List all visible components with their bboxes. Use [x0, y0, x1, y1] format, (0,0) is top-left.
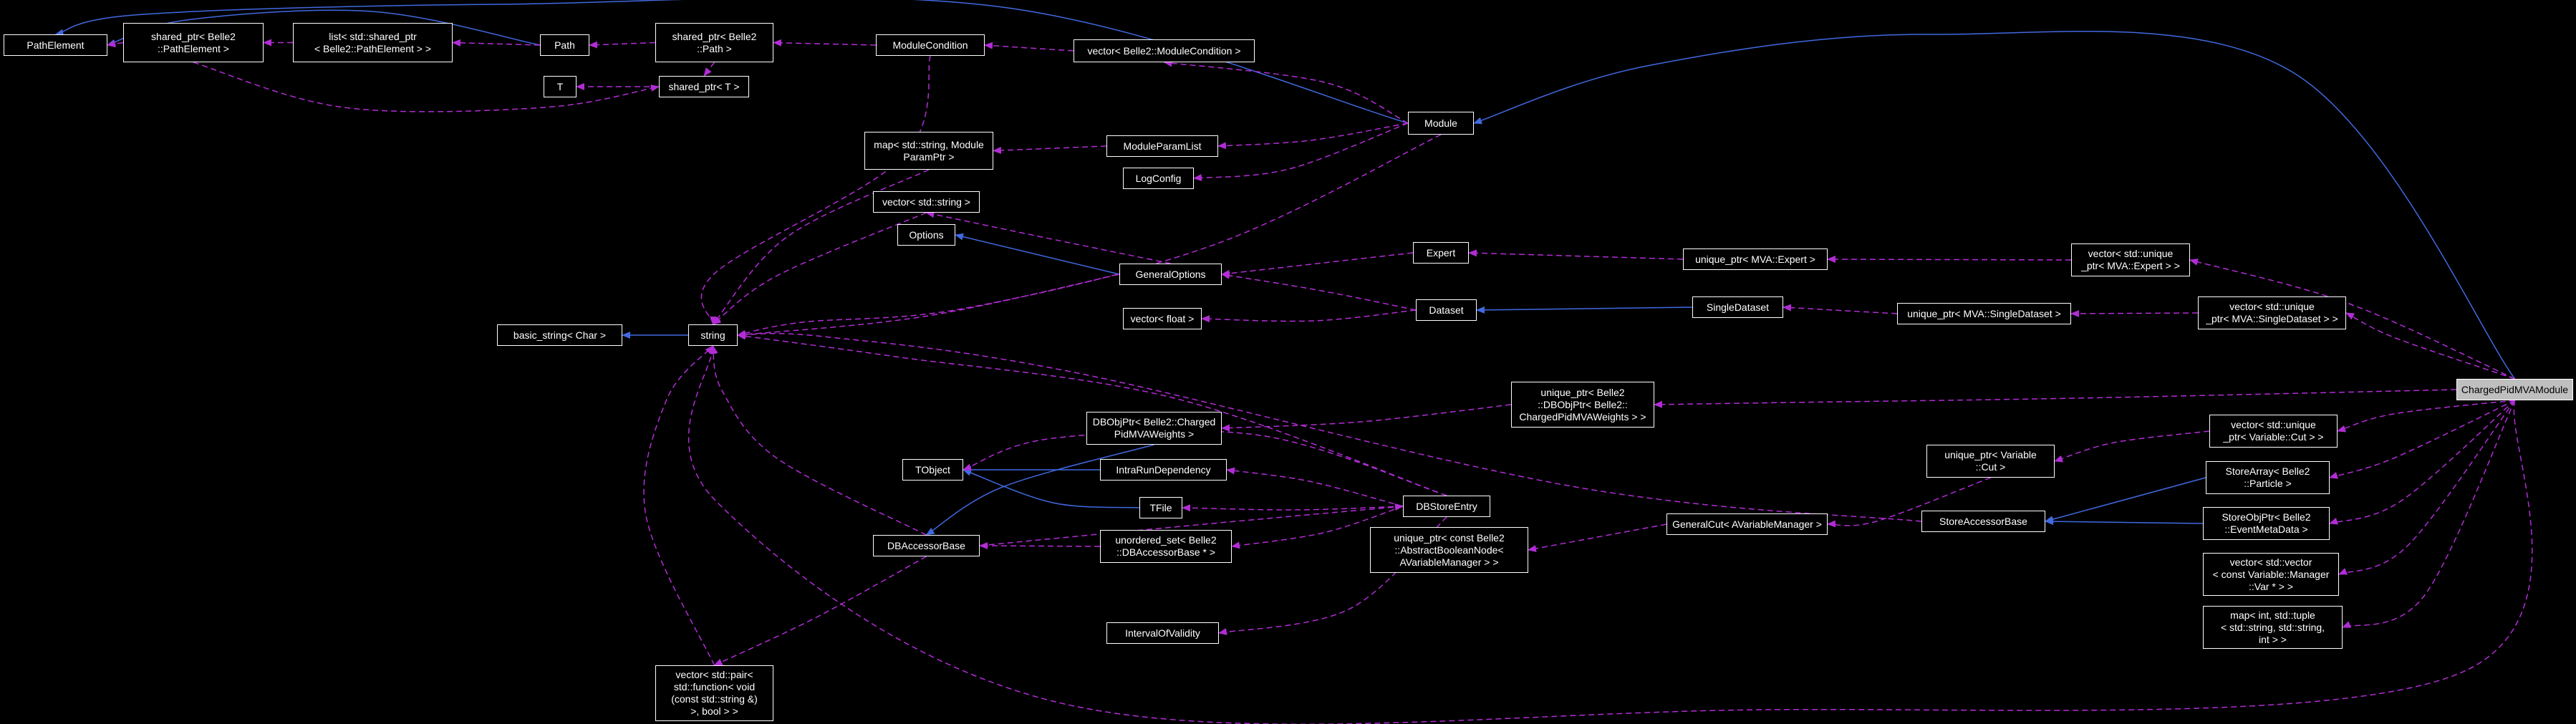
edge-vector_pair_function-string [643, 345, 715, 666]
class-node-generalcut[interactable]: GeneralCut< AVariableManager > [1666, 513, 1828, 535]
edge-modulecondition-string [700, 55, 931, 325]
edge-module-vector_modulecondition [1163, 59, 1409, 124]
class-node-dbobjptr-weights[interactable]: DBObjPtr< Belle2::Charged PidMVAWeights … [1086, 412, 1222, 445]
class-node-vector-unique-ptr-expert[interactable]: vector< std::unique _ptr< MVA::Expert > … [2071, 243, 2190, 276]
edge-singledataset-dataset [1476, 306, 1693, 314]
edge-generaloptions-vector_string [925, 211, 1171, 264]
class-node-tobject[interactable]: TObject [902, 459, 963, 481]
edge-chargedpidmvamodule-storearray_particle [2329, 400, 2515, 479]
edge-vector_unique_ptr_singledataset-unique_ptr_singledataset [2070, 309, 2199, 317]
class-node-intrarundependency[interactable]: IntraRunDependency [1100, 459, 1227, 481]
class-node-vector-string[interactable]: vector< std::string > [873, 191, 980, 213]
edge-storeobjptr_eventmetadata-storeaccessorbase [2045, 518, 2204, 526]
class-node-list-shared-ptr-pathelement[interactable]: list< std::shared_ptr < Belle2::PathElem… [293, 23, 453, 62]
edge-dbaccessorbase-dbstoreentry [979, 503, 1404, 546]
class-node-unique-ptr-variable-cut[interactable]: unique_ptr< Variable ::Cut > [1926, 445, 2055, 478]
class-node-unique-ptr-expert[interactable]: unique_ptr< MVA::Expert > [1683, 248, 1828, 270]
class-node-string[interactable]: string [688, 324, 738, 346]
edge-dbaccessorbase-vector_pair_function [713, 556, 927, 666]
edge-module-string [737, 134, 1442, 337]
edge-unique_ptr_expert-expert [1468, 249, 1684, 260]
edge-shared_ptr_pathelement-shared_ptr_t [193, 62, 660, 112]
edge-chargedpidmvamodule-string [688, 345, 2533, 724]
edge-storearray_particle-storeaccessorbase [2045, 477, 2206, 523]
edge-dbstoreentry-intrarundependency [1226, 467, 1404, 507]
class-node-storeaccessorbase[interactable]: StoreAccessorBase [1921, 511, 2045, 532]
edge-map_moduleparamptr-string [712, 169, 930, 325]
class-node-map-int-tuple[interactable]: map< int, std::tuple < std::string, std:… [2203, 606, 2343, 649]
edge-vector_modulecondition-modulecondition [984, 42, 1074, 52]
edge-storeaccessorbase-string [737, 332, 1922, 522]
class-node-unique-ptr-singledataset[interactable]: unique_ptr< MVA::SingleDataset > [1897, 303, 2071, 324]
edge-shared_ptr_path-path [589, 41, 656, 49]
edge-chargedpidmvamodule-vector_vector_var [2338, 400, 2516, 575]
class-node-moduleparamlist[interactable]: ModuleParamList [1106, 135, 1218, 157]
edge-chargedpidmvamodule-storeobjptr_eventmetadata [2329, 400, 2515, 525]
edge-dataset-vector_float [1201, 309, 1417, 323]
edge-chargedpidmvamodule-map_int_tuple [2342, 400, 2516, 628]
class-node-shared-ptr-path[interactable]: shared_ptr< Belle2 ::Path > [655, 23, 773, 62]
class-node-storeobjptr-eventmetadata[interactable]: StoreObjPtr< Belle2 ::EventMetaData > [2203, 507, 2330, 540]
edge-unique_ptr_variable_cut-generalcut [1827, 477, 1991, 528]
edge-chargedpidmvamodule-unique_ptr_dbobjptr_weights [1654, 389, 2457, 408]
class-node-tfile[interactable]: TFile [1139, 497, 1182, 518]
class-node-vector-modulecondition[interactable]: vector< Belle2::ModuleCondition > [1074, 39, 1255, 62]
edge-dbstoreentry-unordered_set_dbaccessorbase [1231, 506, 1404, 549]
edge-unique_ptr_singledataset-singledataset [1783, 304, 1898, 314]
class-node-intervalofvalidity[interactable]: IntervalOfValidity [1106, 622, 1219, 644]
edge-path-list_shared_ptr_pathelement [452, 39, 541, 47]
class-node-expert[interactable]: Expert [1413, 242, 1469, 264]
class-node-singledataset[interactable]: SingleDataset [1692, 296, 1783, 318]
class-node-t[interactable]: T [544, 76, 577, 97]
class-node-vector-pair-function[interactable]: vector< std::pair< std::function< void (… [655, 665, 773, 721]
edge-chargedpidmvamodule-module [1473, 31, 2516, 380]
edge-chargedpidmvamodule-vector_unique_ptr_singledataset [2345, 312, 2515, 380]
edge-dataset-generaloptions [1221, 271, 1417, 311]
class-node-chargedpidmvamodule[interactable]: ChargedPidMVAModule [2456, 379, 2573, 400]
edge-dbaccessorbase-string [710, 345, 927, 536]
class-node-unique-ptr-dbobjptr-weights[interactable]: unique_ptr< Belle2 ::DBObjPtr< Belle2:: … [1511, 382, 1654, 428]
class-node-modulecondition[interactable]: ModuleCondition [876, 34, 985, 56]
edge-chargedpidmvamodule-vector_unique_ptr_cut [2337, 400, 2515, 433]
class-node-path[interactable]: Path [540, 34, 589, 56]
class-node-unordered-set-dbaccessorbase[interactable]: unordered_set< Belle2 ::DBAccessorBase *… [1100, 530, 1232, 563]
edge-dbstoreentry-string [737, 332, 1447, 496]
edge-generaloptions-string [737, 274, 1120, 338]
class-node-vector-float[interactable]: vector< float > [1123, 308, 1202, 329]
edge-unique_ptr_dbobjptr_weights-dbobjptr_weights [1221, 404, 1512, 432]
class-node-pathelement[interactable]: PathElement [4, 34, 107, 56]
class-node-module[interactable]: Module [1408, 112, 1474, 135]
edge-expert-generaloptions [1221, 252, 1414, 277]
class-node-shared-ptr-t[interactable]: shared_ptr< T > [659, 76, 749, 97]
class-node-unique-ptr-abstractbooleannode[interactable]: unique_ptr< const Belle2 ::AbstractBoole… [1370, 527, 1528, 573]
class-node-generaloptions[interactable]: GeneralOptions [1119, 264, 1222, 285]
edge-chargedpidmvamodule-vector_unique_ptr_expert [2189, 259, 2515, 380]
class-node-vector-vector-var[interactable]: vector< std::vector < const Variable::Ma… [2203, 553, 2339, 596]
class-node-options[interactable]: Options [897, 224, 955, 246]
edge-moduleparamlist-map_moduleparamptr [993, 145, 1107, 155]
edge-shared_ptr_path-shared_ptr_t [703, 62, 715, 77]
class-node-map-moduleparamptr[interactable]: map< std::string, Module ParamPtr > [864, 132, 993, 170]
edge-generalcut-unique_ptr_abstractbooleannode [1528, 523, 1667, 552]
edge-vector_unique_ptr_cut-unique_ptr_variable_cut [2054, 430, 2210, 463]
edge-dbobjptr_weights-dbaccessorbase [925, 444, 1154, 536]
edge-vector_string-string [712, 212, 927, 325]
edge-modulecondition-shared_ptr_path [773, 39, 877, 47]
edge-module-logconfig [1193, 122, 1409, 181]
edge-shared_ptr_pathelement-pathelement [107, 40, 124, 48]
edge-tfile-tobject [963, 469, 1140, 508]
class-node-vector-unique-ptr-singledataset[interactable]: vector< std::unique _ptr< MVA::SingleDat… [2198, 296, 2346, 329]
class-node-storearray-particle[interactable]: StoreArray< Belle2 ::Particle > [2206, 461, 2330, 494]
class-node-shared-ptr-pathelement[interactable]: shared_ptr< Belle2 ::PathElement > [123, 23, 264, 62]
class-node-basic-string-char[interactable]: basic_string< Char > [497, 324, 622, 346]
edge-vector_unique_ptr_expert-unique_ptr_expert [1827, 256, 2072, 264]
edge-generaloptions-options [955, 233, 1120, 275]
class-node-logconfig[interactable]: LogConfig [1123, 168, 1194, 189]
class-node-dbaccessorbase[interactable]: DBAccessorBase [873, 535, 980, 556]
class-node-vector-unique-ptr-cut[interactable]: vector< std::unique _ptr< Variable::Cut … [2209, 415, 2338, 448]
class-node-dbstoreentry[interactable]: DBStoreEntry [1403, 496, 1490, 517]
edge-module-moduleparamlist [1217, 122, 1409, 150]
class-node-dataset[interactable]: Dataset [1416, 299, 1477, 321]
